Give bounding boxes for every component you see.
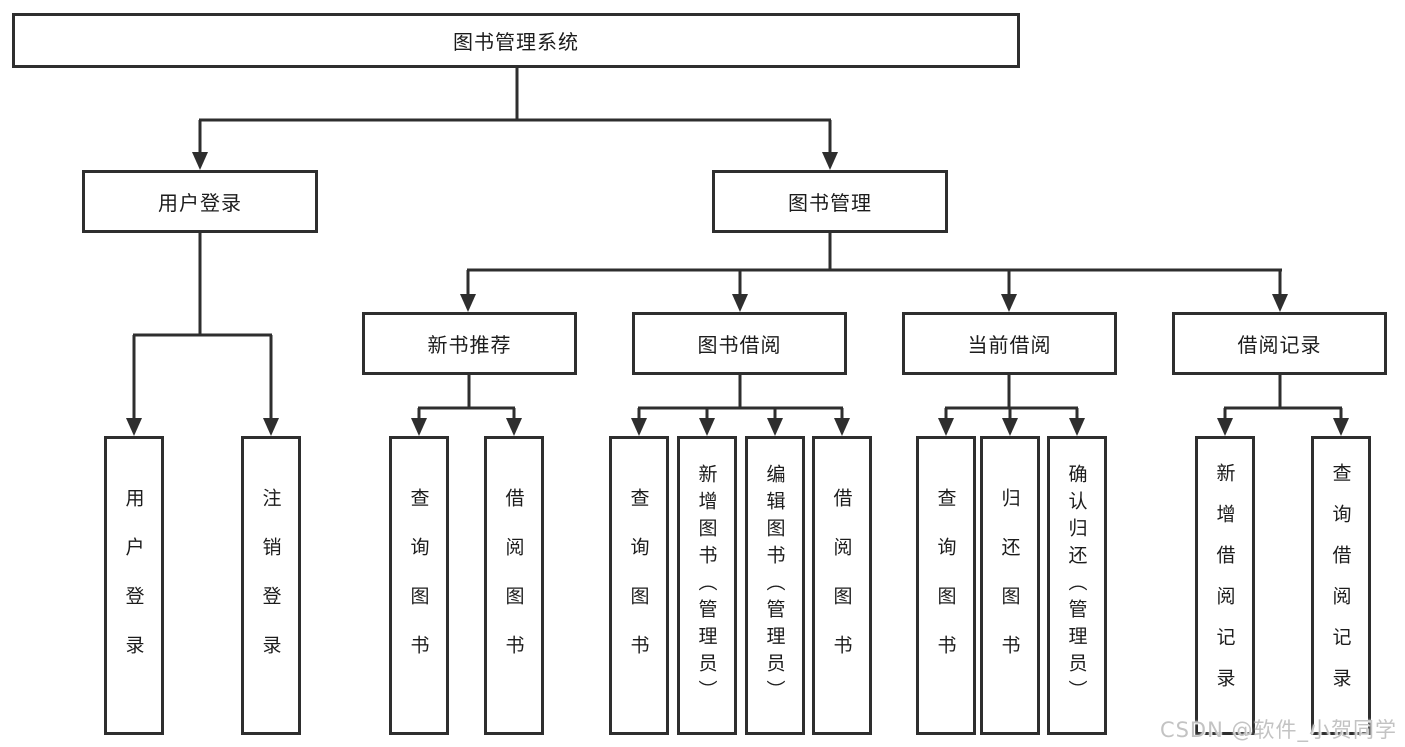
leaf-new-books-borrow: 借阅图书 <box>484 436 544 735</box>
node-book-borrow: 图书借阅 <box>632 312 847 375</box>
leaf-records-add-label: 新增借阅记录 <box>1213 462 1236 709</box>
node-current-borrow-label: 当前借阅 <box>967 333 1052 357</box>
connector-borrow-records-subtree <box>1217 375 1349 436</box>
connector-book-borrow-subtree <box>631 375 850 436</box>
leaf-borrow-add: 新增图书（管理员） <box>677 436 737 735</box>
leaf-records-query-label: 查询借阅记录 <box>1329 462 1352 709</box>
connector-new-books-subtree <box>411 375 522 436</box>
connector-user-login-subtree <box>126 233 279 436</box>
node-current-borrow: 当前借阅 <box>902 312 1117 375</box>
leaf-new-books-borrow-label: 借阅图书 <box>502 487 525 684</box>
leaf-records-add: 新增借阅记录 <box>1195 436 1255 735</box>
node-user-login-label: 用户登录 <box>158 191 242 215</box>
leaf-current-query: 查询图书 <box>916 436 976 735</box>
leaf-records-query: 查询借阅记录 <box>1311 436 1371 735</box>
node-new-books: 新书推荐 <box>362 312 577 375</box>
node-borrow-records-label: 借阅记录 <box>1237 333 1322 357</box>
leaf-borrow-query: 查询图书 <box>609 436 669 735</box>
leaf-new-books-query-label: 查询图书 <box>407 487 430 684</box>
connector-root-to-level2 <box>192 68 838 170</box>
leaf-borrow-add-label: 新增图书（管理员） <box>695 464 718 707</box>
leaf-user-login: 用户登录 <box>104 436 164 735</box>
node-book-borrow-label: 图书借阅 <box>697 333 782 357</box>
node-borrow-records: 借阅记录 <box>1172 312 1387 375</box>
leaf-borrow-book: 借阅图书 <box>812 436 872 735</box>
leaf-user-login-label: 用户登录 <box>122 487 145 684</box>
leaf-current-query-label: 查询图书 <box>934 487 957 684</box>
leaf-new-books-query: 查询图书 <box>389 436 449 735</box>
leaf-borrow-edit-label: 编辑图书（管理员） <box>763 464 786 707</box>
leaf-borrow-edit: 编辑图书（管理员） <box>745 436 805 735</box>
node-book-mgmt-label: 图书管理 <box>788 191 872 215</box>
node-book-mgmt: 图书管理 <box>712 170 948 233</box>
node-root-label: 图书管理系统 <box>453 30 579 54</box>
connector-current-borrow-subtree <box>938 375 1085 436</box>
leaf-current-confirm-return: 确认归还（管理员） <box>1047 436 1107 735</box>
leaf-borrow-query-label: 查询图书 <box>627 487 650 684</box>
node-root: 图书管理系统 <box>12 13 1020 68</box>
leaf-current-return: 归还图书 <box>980 436 1040 735</box>
node-new-books-label: 新书推荐 <box>427 333 512 357</box>
leaf-current-return-label: 归还图书 <box>998 487 1021 684</box>
connector-book-mgmt-to-level3 <box>460 233 1288 312</box>
leaf-current-confirm-return-label: 确认归还（管理员） <box>1065 464 1088 707</box>
leaf-logout-label: 注销登录 <box>259 487 282 684</box>
node-user-login: 用户登录 <box>82 170 318 233</box>
leaf-logout: 注销登录 <box>241 436 301 735</box>
leaf-borrow-book-label: 借阅图书 <box>830 487 853 684</box>
